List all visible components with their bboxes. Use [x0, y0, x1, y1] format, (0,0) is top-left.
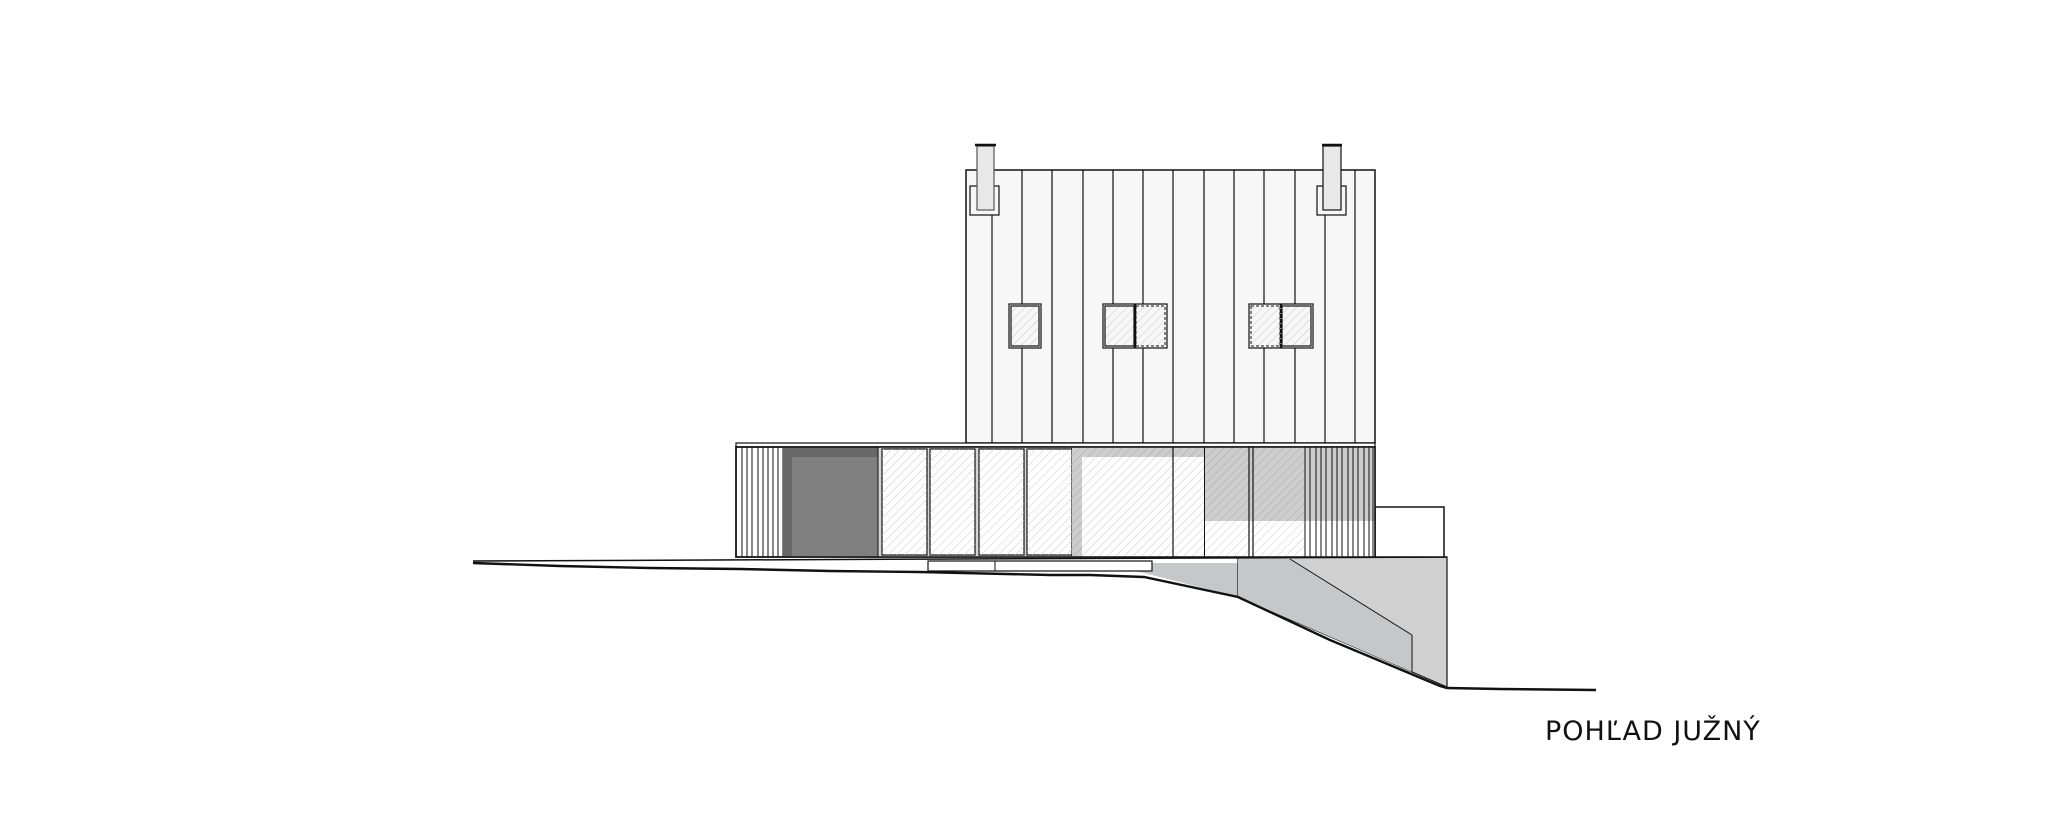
double-window [1102, 303, 1168, 349]
large-glazing [1072, 447, 1206, 557]
glass-panels [877, 446, 1073, 558]
ground-line [472, 561, 1597, 692]
chimney-right [1316, 143, 1347, 216]
side-annex [1374, 506, 1445, 558]
drawing-title: POHĽAD JUŽNÝ [1545, 716, 1761, 747]
double-window [1248, 303, 1314, 349]
chimney-left [969, 143, 1000, 216]
dark-panel [783, 447, 878, 557]
lower-volume [735, 442, 1376, 558]
slatted-section-right [1304, 447, 1375, 557]
foundation [1090, 556, 1448, 688]
single-window [1008, 303, 1042, 349]
